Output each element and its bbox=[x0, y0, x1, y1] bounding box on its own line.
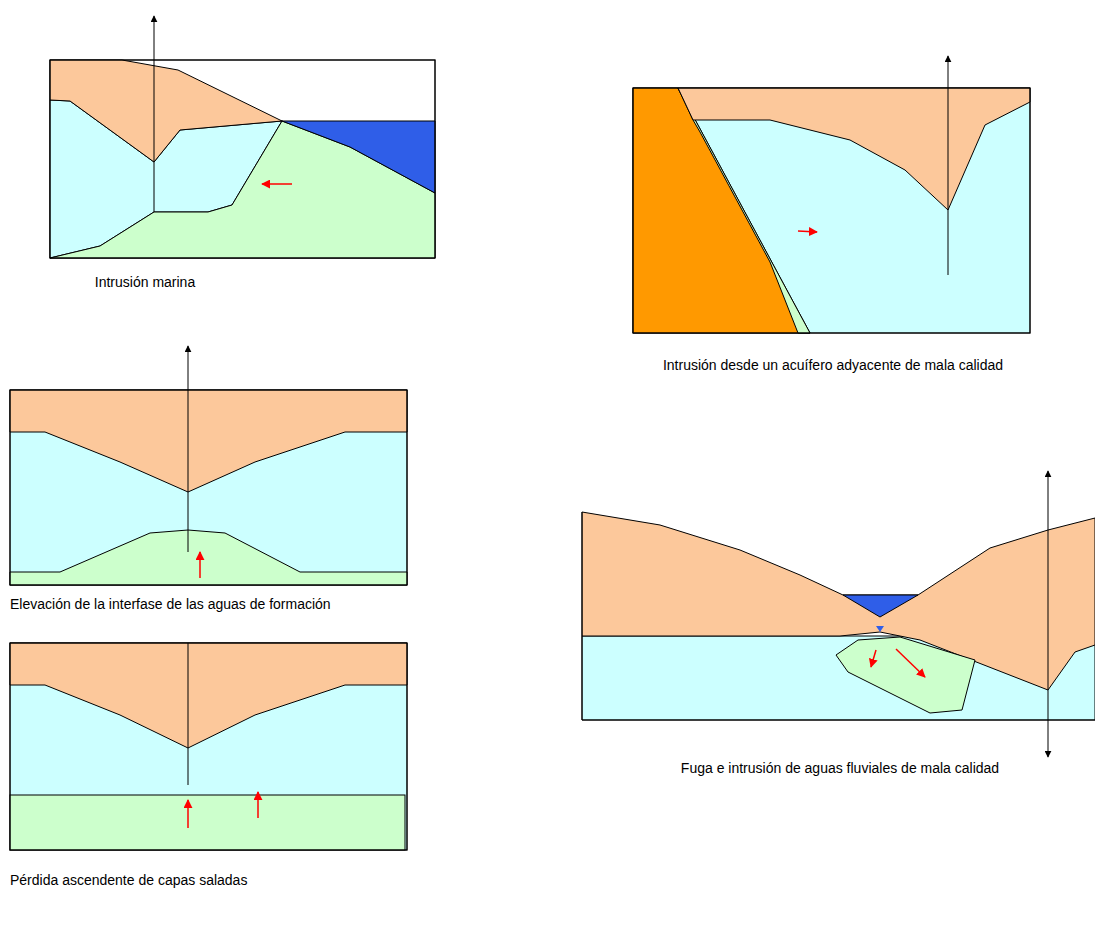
panel-caption: Intrusión marina bbox=[80, 273, 210, 292]
panel-caption: Elevación de la interfase de las aguas d… bbox=[10, 595, 410, 614]
river-leak-panel bbox=[582, 471, 1095, 757]
sea-intrusion-panel bbox=[50, 16, 435, 258]
saline-layer-panel bbox=[10, 643, 407, 850]
panel-caption: Pérdida ascendente de capas saladas bbox=[10, 871, 410, 890]
panel-caption: Fuga e intrusión de aguas fluviales de m… bbox=[650, 759, 1030, 778]
formation-water-panel bbox=[10, 346, 407, 585]
panel-caption: Intrusión desde un acuífero adyacente de… bbox=[655, 356, 1011, 375]
adjacent-aquifer-panel bbox=[633, 56, 1030, 333]
